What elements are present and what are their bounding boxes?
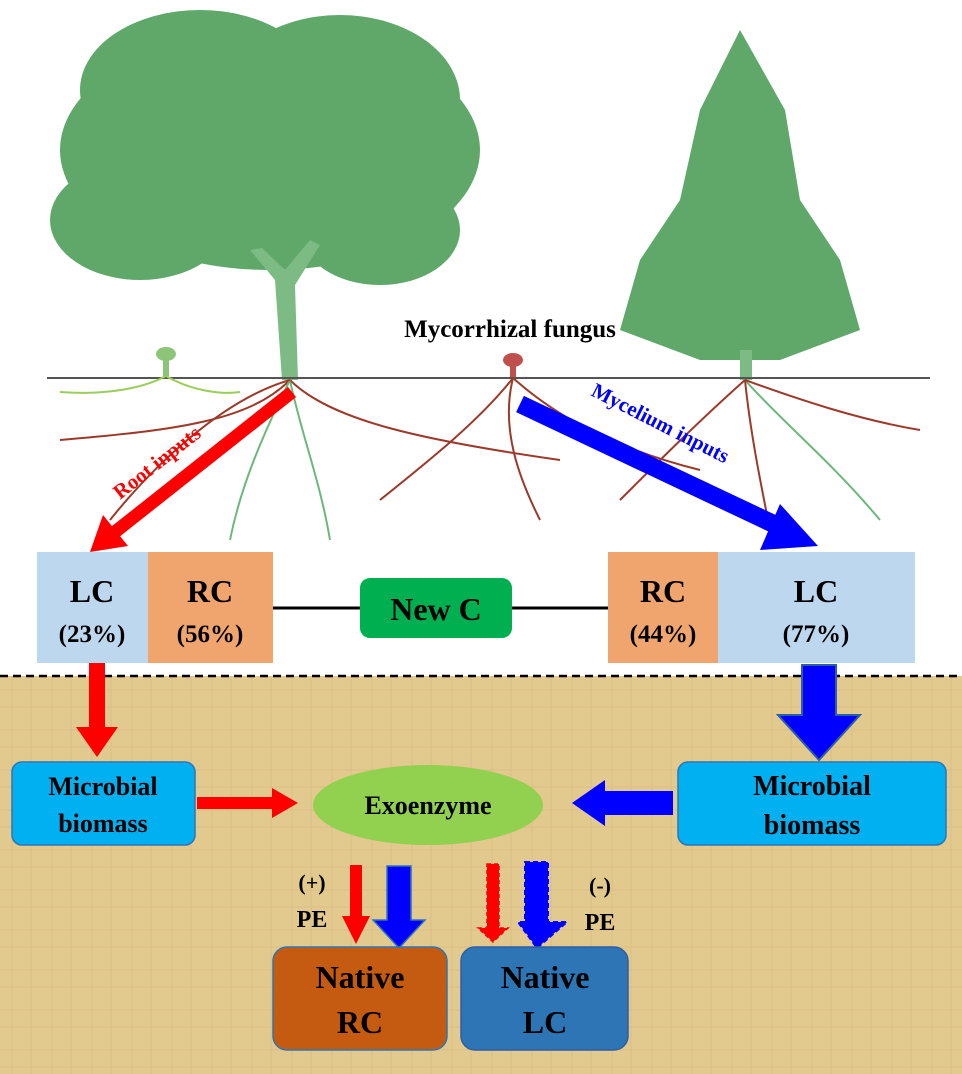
left-to-exoenzyme-arrow — [197, 788, 298, 818]
small-mushroom-icon — [156, 347, 176, 376]
right-down-arrow — [775, 664, 863, 762]
pe-positive-sign: (+) — [298, 870, 325, 895]
root-inputs-arrow — [90, 386, 297, 552]
positive-pe-blue-arrow — [371, 865, 427, 950]
right-microbial-line1: Microbial — [753, 771, 871, 802]
left-rc-label: RC — [187, 573, 233, 609]
left-rc-percent: (56%) — [177, 621, 244, 648]
left-microbial-line2: biomass — [58, 809, 148, 838]
root-network — [59, 375, 921, 541]
new-c-box: New C — [360, 578, 512, 638]
pe-negative-sign: (-) — [589, 873, 611, 898]
pe-positive-label: PE — [297, 907, 328, 933]
native-rc-line2: RC — [337, 1004, 383, 1040]
right-rc-box: RC (44%) — [608, 552, 718, 663]
left-lc-label: LC — [70, 573, 114, 609]
left-lc-percent: (23%) — [59, 621, 126, 648]
left-lc-box: LC (23%) — [37, 552, 148, 663]
left-microbial-biomass-box: Microbial biomass — [11, 761, 196, 846]
exoenzyme-label: Exoenzyme — [364, 791, 491, 820]
mycelium-inputs-arrow — [516, 395, 818, 550]
right-lc-box: LC (77%) — [718, 552, 915, 663]
right-rc-label: RC — [640, 573, 686, 609]
exoenzyme-ellipse: Exoenzyme — [313, 765, 543, 845]
mycorrhizal-mushroom-icon — [503, 353, 523, 378]
left-microbial-line1: Microbial — [48, 772, 157, 801]
mycorrhizal-fungus-label: Mycorrhizal fungus — [404, 316, 616, 343]
right-to-exoenzyme-arrow — [572, 780, 673, 826]
new-c-label: New C — [390, 591, 482, 627]
pe-negative-label: PE — [585, 910, 616, 936]
right-lc-percent: (77%) — [783, 621, 850, 648]
native-rc-line1: Native — [316, 959, 405, 995]
native-rc-box: Native RC — [272, 946, 448, 1051]
negative-pe-red-arrow — [476, 863, 510, 944]
left-down-arrow — [76, 663, 118, 757]
right-microbial-line2: biomass — [764, 810, 861, 841]
right-lc-label: LC — [794, 573, 838, 609]
native-lc-line2: LC — [523, 1004, 567, 1040]
conifer-tree-illustration — [620, 30, 860, 380]
native-lc-line1: Native — [501, 959, 590, 995]
native-lc-box: Native LC — [460, 946, 629, 1051]
right-microbial-biomass-box: Microbial biomass — [677, 761, 947, 846]
negative-pe-blue-arrow — [516, 861, 570, 950]
broadleaf-tree-illustration — [50, 10, 480, 380]
left-rc-box: RC (56%) — [148, 552, 273, 663]
positive-pe-red-arrow — [342, 865, 370, 944]
right-rc-percent: (44%) — [630, 621, 697, 648]
